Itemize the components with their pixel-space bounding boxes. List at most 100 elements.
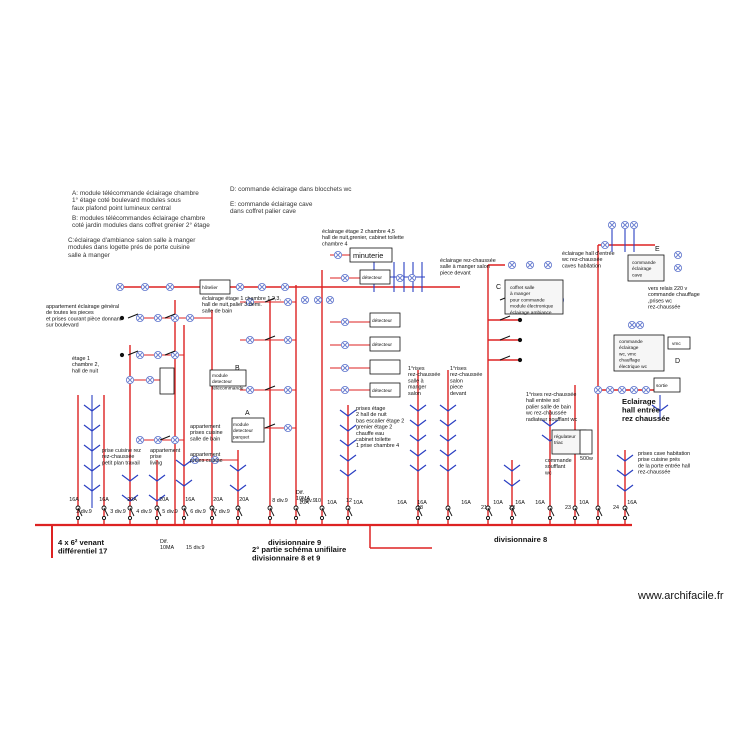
lamp-icon: [245, 335, 255, 345]
div9-15-label: 15 div.9: [186, 545, 204, 551]
breaker-id-label: 8 div.9: [272, 498, 287, 504]
sortie-label: sortie: [656, 383, 668, 389]
lamp-icon: [620, 220, 630, 230]
lamp-icon: [190, 455, 200, 465]
lamp-icon: [543, 260, 553, 270]
lamp-icon: [140, 282, 150, 292]
breaker-icon: [101, 505, 109, 521]
lamp-icon: [210, 455, 220, 465]
marker-c: C: [496, 284, 501, 291]
divisionnaire8-label: divisionnaire 8: [494, 535, 547, 544]
lamp-icon: [340, 317, 350, 327]
lamp-icon: [153, 313, 163, 323]
lamp-icon: [115, 282, 125, 292]
lamp-icon: [185, 313, 195, 323]
legend-c: C:éclairage d'ambiance salon salle à man…: [68, 237, 196, 259]
breaker-icon: [415, 505, 423, 521]
box-rocker-label: hôtelier: [202, 285, 218, 291]
breaker-icon: [485, 505, 493, 521]
breaker-amp-label: 16A: [535, 500, 545, 506]
breaker-amp-label: 16A: [185, 497, 195, 503]
breaker-amp-label: 20A: [159, 497, 169, 503]
vmc-label: vmc: [672, 342, 681, 347]
lamp-icon: [593, 385, 603, 395]
breaker-icon: [547, 505, 555, 521]
lamp-icon: [283, 297, 293, 307]
lamp-icon: [325, 295, 335, 305]
breaker-icon: [235, 505, 243, 521]
lamp-icon: [135, 435, 145, 445]
lamp-icon: [283, 423, 293, 433]
legend-a: A: module télécommande éclairage chambre…: [72, 190, 199, 212]
lamp-icon: [629, 220, 639, 230]
lamp-icon: [617, 385, 627, 395]
box-rel2-label: détecteur: [372, 318, 392, 324]
lamp-icon: [245, 385, 255, 395]
lamp-icon: [135, 350, 145, 360]
breaker-amp-label: 20A: [213, 497, 223, 503]
breaker-amp-label: 20A: [127, 497, 137, 503]
lamp-icon: [145, 375, 155, 385]
lamp-icon: [507, 260, 517, 270]
breaker-id-label: 9 div.9: [300, 498, 315, 504]
lamp-icon: [673, 250, 683, 260]
lamp-icon: [525, 260, 535, 270]
breaker-id-label: 12: [346, 498, 352, 504]
breaker-id-label: 3 div.9: [110, 509, 125, 515]
breaker-amp-label: 10A: [579, 500, 589, 506]
lamp-icon: [283, 385, 293, 395]
breaker-id-label: 21: [481, 505, 487, 511]
lamp-icon: [135, 313, 145, 323]
breaker-icon: [319, 505, 327, 521]
breaker-icon: [595, 505, 603, 521]
lamp-icon: [627, 320, 637, 330]
lamp-icon: [340, 273, 350, 283]
marker-d: D: [675, 358, 680, 365]
breaker-icon: [127, 505, 135, 521]
breaker-id-label: 5 div.9: [162, 509, 177, 515]
breaker-amp-label: 10A: [493, 500, 503, 506]
lamp-icon: [629, 385, 639, 395]
breaker-amp-label: 16A: [99, 497, 109, 503]
breaker-id-label: 4 div.9: [136, 509, 151, 515]
diff-10ma-b-label: Dif.10MA: [296, 490, 310, 502]
breaker-amp-label: 16A: [417, 500, 427, 506]
lamp-icon: [257, 282, 267, 292]
breaker-amp-label: 16A: [627, 500, 637, 506]
marker-a: A: [245, 410, 250, 417]
breaker-icon: [445, 505, 453, 521]
module-boxes: [159, 247, 691, 455]
breaker-amp-label: 10A: [327, 500, 337, 506]
breaker-amp-label: 10A: [299, 500, 309, 506]
marker-e: E: [655, 246, 660, 253]
breaker-amp-label: 16A: [397, 500, 407, 506]
breaker-icon: [572, 505, 580, 521]
breaker-icon: [267, 505, 275, 521]
breaker-icon: [209, 505, 217, 521]
lamp-icon: [283, 335, 293, 345]
lamp-icon: [333, 250, 343, 260]
lamp-icon: [407, 273, 417, 283]
breaker-id-label: 24: [613, 505, 619, 511]
breaker-id-label: 6 div.9: [190, 509, 205, 515]
divisionnaire9-label: divisionnaire 9: [268, 538, 321, 547]
